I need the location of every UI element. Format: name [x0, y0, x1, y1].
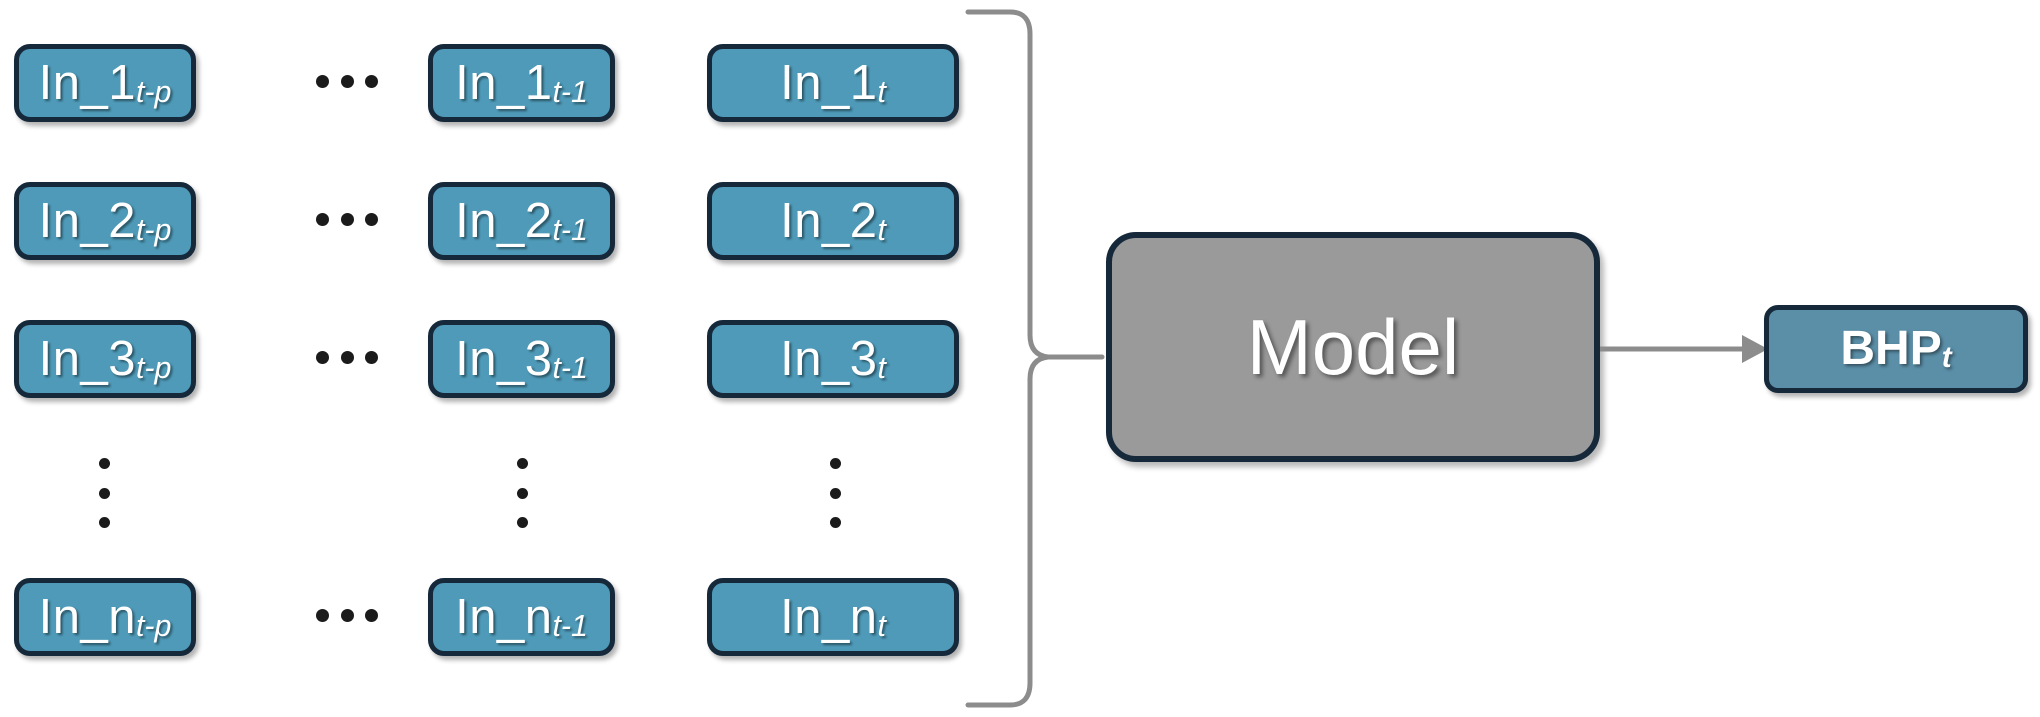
vertical-ellipsis-column-3: [829, 458, 841, 528]
input-node-base: In_n: [455, 589, 553, 644]
horizontal-ellipsis-row-2: [316, 212, 378, 226]
input-node-subscript: t-p: [135, 212, 172, 247]
input-node-base: In_3: [780, 331, 878, 386]
horizontal-ellipsis-row-n: [316, 608, 378, 622]
ellipsis-dot: [98, 458, 110, 469]
input-node-subscript: t: [877, 74, 886, 109]
ellipsis-dot: [316, 74, 329, 88]
ellipsis-dot: [340, 350, 354, 364]
input-node-subscript: t-1: [552, 350, 588, 385]
input-node-base: In_3: [455, 331, 553, 386]
vertical-ellipsis-column-2: [516, 458, 528, 528]
input-node-subscript: t-1: [552, 212, 588, 247]
ellipsis-dot: [365, 608, 378, 622]
input-node-subscript: t: [877, 212, 886, 247]
ellipsis-dot: [516, 487, 528, 499]
input-node-base: In_2: [455, 193, 553, 248]
input-node-subscript: t: [877, 350, 886, 385]
ellipsis-dot: [340, 212, 354, 226]
input-node-subscript: t-p: [135, 350, 172, 385]
ellipsis-dot: [340, 74, 354, 88]
ellipsis-dot: [98, 517, 110, 528]
input-node-subscript: t-1: [552, 74, 588, 109]
ellipsis-dot: [829, 487, 841, 499]
input-node-subscript: t-1: [552, 608, 588, 643]
ellipsis-dot: [829, 517, 841, 528]
input-node-base: In_2: [38, 193, 136, 248]
ellipsis-dot: [516, 458, 528, 469]
input-node-subscript: t-p: [135, 608, 172, 643]
input-node-base: In_2: [780, 193, 878, 248]
input-node-subscript: t-p: [135, 74, 172, 109]
ellipsis-dot: [365, 350, 378, 364]
model-label: Model: [1246, 303, 1460, 391]
output-node-subscript: t: [1941, 341, 1952, 375]
input-node-base: In_1: [780, 55, 878, 110]
ellipsis-dot: [516, 517, 528, 528]
ellipsis-dot: [340, 608, 354, 622]
ellipsis-dot: [829, 458, 841, 469]
input-node-base: In_1: [38, 55, 136, 110]
ellipsis-dot: [365, 74, 378, 88]
input-node-base: In_1: [455, 55, 553, 110]
ellipsis-dot: [316, 212, 329, 226]
input-node-base: In_n: [38, 589, 136, 644]
vertical-ellipsis-column-1: [98, 458, 110, 528]
input-node-base: In_3: [38, 331, 136, 386]
grouping-brace-path: [965, 9, 1051, 708]
ellipsis-dot: [316, 608, 329, 622]
model-box[interactable]: Model: [1106, 232, 1600, 462]
input-node-base: In_n: [780, 589, 878, 644]
horizontal-ellipsis-row-1: [316, 74, 378, 88]
horizontal-ellipsis-row-3: [316, 350, 378, 364]
ellipsis-dot: [365, 212, 378, 226]
ellipsis-dot: [98, 487, 110, 499]
ellipsis-dot: [316, 350, 329, 364]
output-node-base: BHP: [1840, 322, 1942, 375]
input-node-subscript: t: [877, 608, 886, 643]
